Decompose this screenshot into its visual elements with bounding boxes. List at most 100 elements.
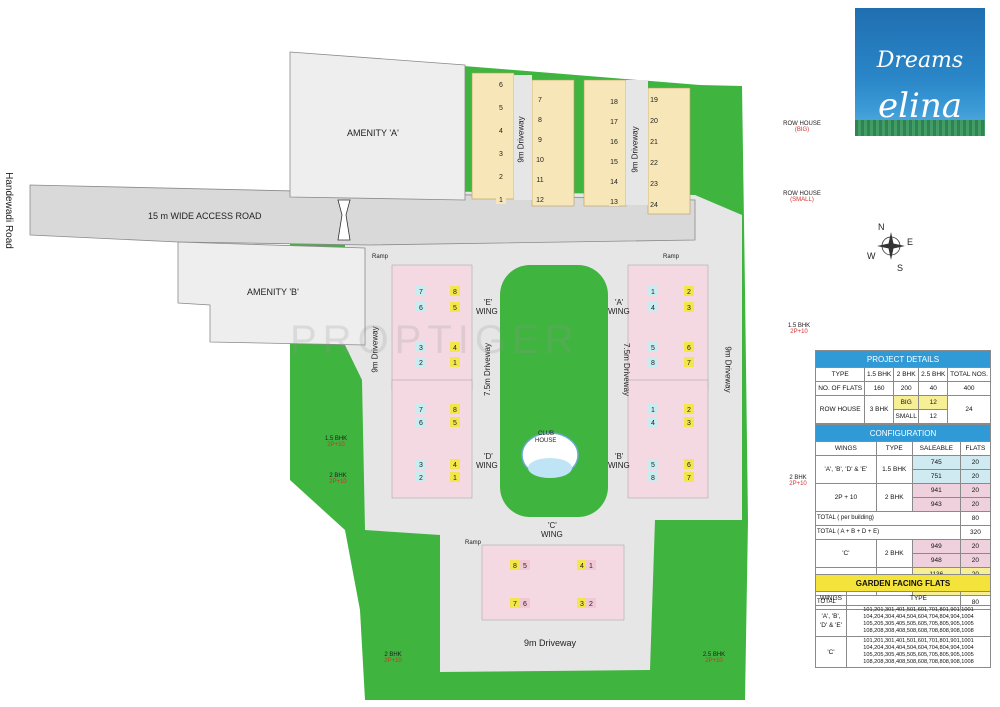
wing-b-block [627,379,709,499]
row-house-number-cell [609,176,619,186]
wing-b-flat-number-cell [684,459,694,469]
wing-c-flat-number: 3 [580,601,584,608]
wing-c-flat-number: 4 [580,563,584,570]
row-house-number-cell [535,194,545,204]
wing-d-flat-number-cell [416,404,426,414]
wing-c-flat-number: 5 [523,563,527,570]
logo-grass [855,120,985,136]
club-house-pool [528,458,572,478]
row-house-number: 13 [610,199,618,206]
row-house-number-cell [496,102,506,112]
row-house-number: 5 [499,105,503,112]
wing-e-flat-number: 1 [453,360,457,367]
wing-a-flat-number: 3 [687,305,691,312]
wing-b-flat-number: 3 [687,420,691,427]
wing-a-flat-number-cell [684,286,694,296]
wing-b-flat-number: 8 [651,475,655,482]
row-house-number: 23 [650,181,658,188]
wing-e-flat-number-cell [416,357,426,367]
row-house-number: 7 [538,97,542,104]
wing-d-flat-number-cell [450,459,460,469]
row-house-number-cell [496,171,506,181]
wing-e-flat-number-cell [416,286,426,296]
wing-a-flat-number: 6 [687,345,691,352]
row-house-number: 8 [538,117,542,124]
row-house-strip-mid-b [583,79,627,207]
wing-d-flat-number: 8 [453,407,457,414]
wing-c-flat-number-cell [577,560,587,570]
row-house-number-cell [609,116,619,126]
wing-e-flat-number-cell [450,357,460,367]
row-house-strip-right [647,87,691,215]
row-house-number-cell [649,199,659,209]
row-house-strip-left [471,72,515,200]
row-house-number: 17 [610,119,618,126]
row-house-number-cell [535,114,545,124]
row-house-number-cell [649,136,659,146]
row-house-number-cell [496,79,506,89]
wing-c-flat-number-cell [510,598,520,608]
wing-c-flat-number: 8 [513,563,517,570]
wing-c-flat-number: 2 [589,601,593,608]
wing-d-flat-number-cell [416,472,426,482]
wing-d-flat-number-cell [450,404,460,414]
wing-c-flat-number-cell [520,560,530,570]
wing-b-flat-number-cell [648,472,658,482]
row-house-number: 2 [499,174,503,181]
wing-d-flat-number-cell [450,417,460,427]
wing-b-flat-number-cell [684,472,694,482]
configuration-title: CONFIGURATION [815,424,991,442]
wing-a-flat-number-cell [648,286,658,296]
wing-c-flat-number: 7 [513,601,517,608]
row-house-number: 15 [610,159,618,166]
amenity-a [289,51,466,201]
garden-facing-table: GARDEN FACING FLATS WINGS TYPE 'A', 'B',… [815,574,991,668]
row-house-number-cell [649,157,659,167]
row-house-number-cell [535,174,545,184]
logo-line-1: Dreams [876,48,964,73]
wing-c-flat-number-cell [586,598,596,608]
wing-c-flat-number: 6 [523,601,527,608]
wing-e-flat-number: 2 [419,360,423,367]
wing-c-block [481,544,625,621]
compass-icon [877,232,905,260]
wing-a-flat-number: 5 [651,345,655,352]
driveway-strip-1 [514,75,532,200]
wing-b-flat-number: 4 [651,420,655,427]
wing-c-flat-number-cell [577,598,587,608]
wing-e-flat-number: 3 [419,345,423,352]
row-house-number: 10 [536,157,544,164]
wing-b-flat-number: 2 [687,407,691,414]
wing-a-flat-number-cell [648,342,658,352]
wing-d-flat-number: 6 [419,420,423,427]
wing-b-flat-number: 1 [651,407,655,414]
wing-e-flat-number-cell [450,342,460,352]
row-house-number: 20 [650,118,658,125]
wing-a-flat-number: 7 [687,360,691,367]
row-house-number-cell [609,96,619,106]
wing-b-flat-number: 7 [687,475,691,482]
wing-d-flat-number-cell [416,459,426,469]
wing-d-flat-number: 5 [453,420,457,427]
wing-a-flat-number-cell [648,357,658,367]
row-house-number-cell [609,156,619,166]
row-house-number-cell [649,115,659,125]
wing-a-flat-number: 8 [651,360,655,367]
project-details-table: PROJECT DETAILS TYPE 1.5 BHK 2 BHK 2.5 B… [814,350,991,424]
row-house-number-cell [609,196,619,206]
dreams-elina-logo: Dreams elina [855,8,985,136]
wing-d-flat-number: 1 [453,475,457,482]
row-house-number: 6 [499,82,503,89]
row-house-number: 11 [536,177,543,184]
wing-e-block [391,264,473,391]
driveway-strip-2 [626,80,648,205]
row-house-number-cell [535,94,545,104]
wing-e-flat-number-cell [450,286,460,296]
wing-c-flat-number-cell [510,560,520,570]
wing-a-flat-number-cell [648,302,658,312]
wing-d-flat-number: 4 [453,462,457,469]
wing-a-flat-number-cell [684,342,694,352]
wing-b-flat-number-cell [648,459,658,469]
row-house-number-cell [496,125,506,135]
wing-b-flat-number-cell [684,404,694,414]
